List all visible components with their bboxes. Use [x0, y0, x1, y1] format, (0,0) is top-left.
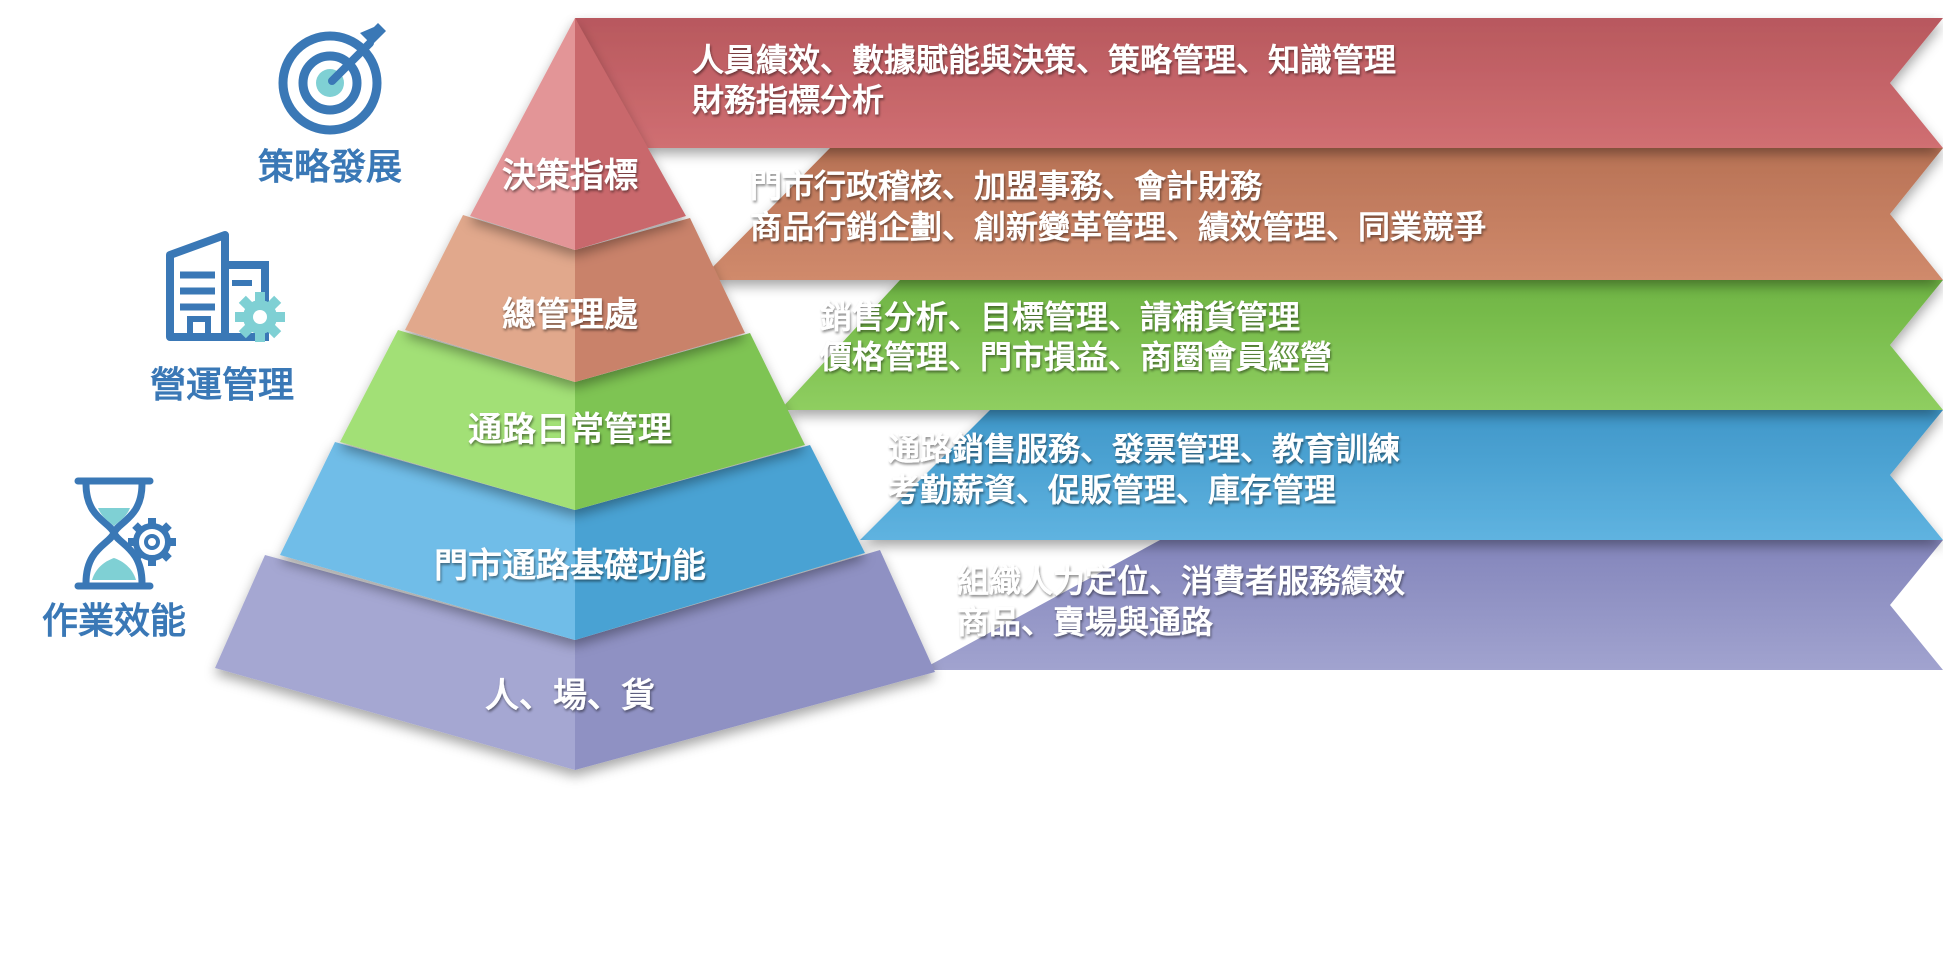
ribbon-band-5: [930, 540, 1943, 670]
ribbon-3-line-1: 銷售分析、目標管理、請補貨管理: [820, 298, 1300, 336]
ribbon-band-1: [575, 18, 1943, 148]
ribbon-2-line-1: 門市行政稽核、加盟事務、會計財務: [750, 167, 1263, 205]
ribbon-1-line-2: 財務指標分析: [692, 81, 884, 119]
ribbon-4-line-1: 通路銷售服務、發票管理、教育訓練: [888, 430, 1400, 468]
ribbon-band-2: [700, 148, 1943, 280]
ribbon-3-line-2: 價格管理、門市損益、商圈會員經營: [819, 338, 1332, 376]
ribbon-band-4: [860, 410, 1943, 540]
category-strategy-label: 策略發展: [258, 147, 402, 188]
pyramid-level-1: [470, 18, 686, 250]
category-efficiency-label: 作業效能: [42, 601, 186, 642]
target-icon: [278, 23, 386, 135]
pyramid-level-3: [340, 330, 805, 510]
pyramid-level-2: [405, 215, 745, 382]
ribbon-5-line-2: 商品、賣場與通路: [957, 603, 1214, 641]
pyramid-level-5: [215, 550, 935, 770]
category-operations-label: 營運管理: [150, 365, 294, 406]
building-gear-icon: [166, 231, 285, 342]
hourglass-gear-icon: [74, 477, 176, 590]
ribbon-1-line-1: 人員績效、數據賦能與決策、策略管理、知識管理: [692, 41, 1396, 79]
ribbon-4-line-2: 考勤薪資、促販管理、庫存管理: [888, 471, 1336, 509]
pyramid-level-2-label: 總管理處: [502, 295, 638, 335]
pyramid-level-4-label: 門市通路基礎功能: [434, 546, 706, 586]
ribbon-5-line-1: 組織人力定位、消費者服務績效: [957, 562, 1405, 600]
pyramid-level-5-label: 人、場、貨: [485, 676, 655, 716]
ribbon-band-3: [780, 280, 1943, 410]
pyramid-level-4: [280, 442, 865, 640]
pyramid-level-3-label: 通路日常管理: [468, 410, 672, 450]
ribbon-2-line-2: 商品行銷企劃、創新變革管理、績效管理、同業競爭: [750, 208, 1486, 246]
pyramid-level-1-label: 決策指標: [502, 156, 638, 196]
